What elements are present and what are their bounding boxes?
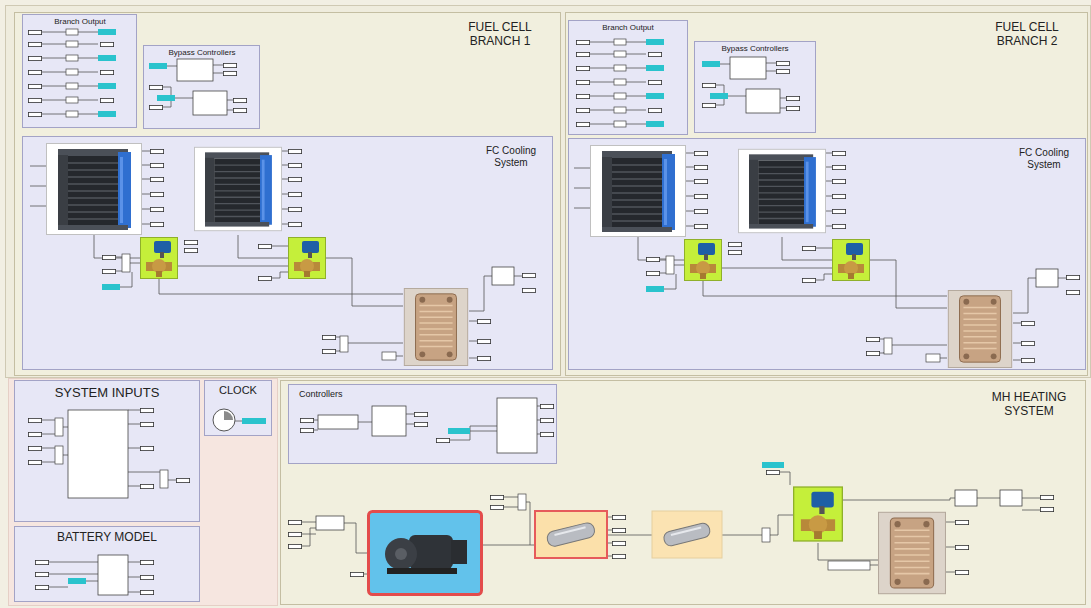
bypass-controller-blocks [149, 59, 247, 115]
subsystem-panel: Bypass Controllers [694, 41, 816, 133]
subsystem-panel: MH HEATING SYSTEM Controllers [280, 380, 1086, 605]
subsystem-panel: Controllers [288, 384, 557, 464]
mh-heating-blocks [288, 462, 1053, 595]
mh-controller-blocks [300, 398, 553, 453]
subsystem-panel: Bypass Controllers [143, 45, 260, 129]
fc-cooling-blocks [574, 146, 1080, 368]
subsystem-panel: FUEL CELL BRANCH 2 Branch OutputBypass Co… [565, 12, 1088, 376]
subsystem-panel: CLOCK [204, 380, 272, 436]
bypass-controller-blocks [702, 57, 800, 113]
panel-title: Controllers [299, 389, 379, 399]
subsystem-panel: Branch Output [22, 14, 137, 128]
system-input-blocks [28, 408, 189, 498]
panel-title: FUEL CELL BRANCH 2 [977, 21, 1077, 49]
subsystem-panel: FC Cooling System [22, 136, 553, 370]
panel-title: FC Cooling System [480, 145, 542, 168]
subsystem-panel: BATTERY MODEL [14, 526, 200, 602]
panel-title: SYSTEM INPUTS [17, 386, 197, 401]
branch-output-blocks [576, 39, 664, 127]
panel-title: CLOCK [206, 384, 270, 397]
branch-output-blocks [28, 29, 116, 117]
panel-title: Bypass Controllers [146, 48, 258, 57]
panel-title: Branch Output [25, 17, 135, 26]
panel-title: FUEL CELL BRANCH 1 [450, 21, 550, 49]
panel-title: FC Cooling System [1013, 147, 1075, 170]
clock-block [213, 409, 266, 431]
panel-title: Bypass Controllers [697, 44, 813, 53]
panel-title: Branch Output [571, 23, 685, 32]
battery-blocks [35, 555, 153, 595]
subsystem-panel: Branch Output [568, 20, 688, 135]
subsystem-panel: FC Cooling System [568, 138, 1086, 370]
fc-cooling-blocks [30, 144, 536, 366]
subsystem-panel: FUEL CELL BRANCH 1 Branch OutputBypass Co… [14, 12, 561, 376]
panel-title: MH HEATING SYSTEM [987, 391, 1071, 419]
subsystem-panel: SYSTEM INPUTS [14, 380, 200, 522]
panel-title: BATTERY MODEL [17, 531, 197, 545]
